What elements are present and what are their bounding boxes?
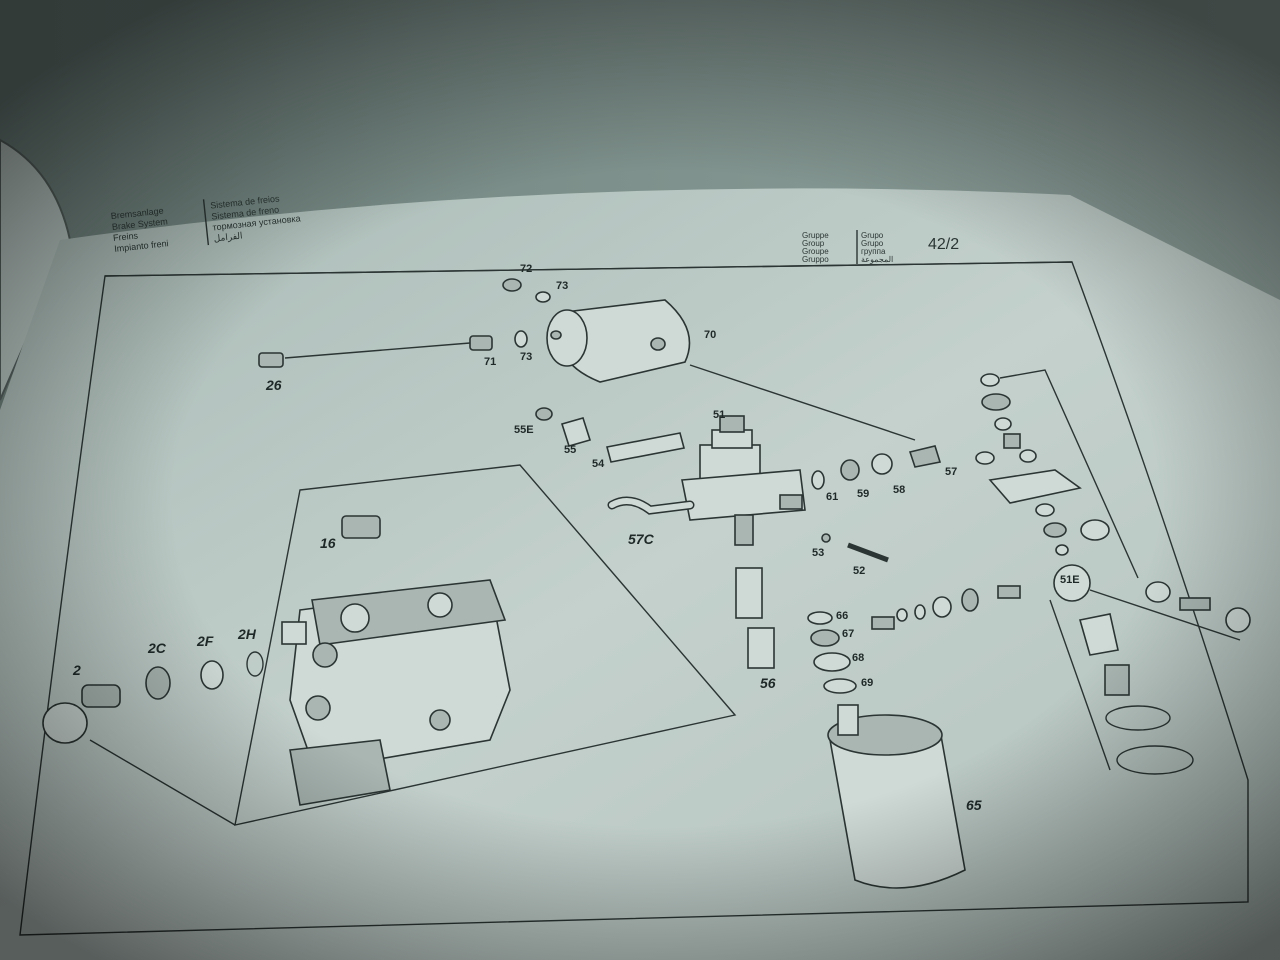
fitting-26: [258, 352, 284, 368]
callout-73: 73: [520, 351, 533, 363]
callout-68: 68: [852, 652, 865, 664]
washer-73: [535, 291, 551, 303]
callout-53: 53: [812, 547, 825, 559]
group-number: 42/2: [928, 236, 959, 253]
callout-57: 57: [945, 466, 958, 478]
washer-53: [821, 533, 831, 543]
callout-65: 65: [966, 797, 982, 813]
callout-73: 73: [556, 280, 569, 292]
fitting-72: [502, 278, 522, 292]
callout-26: 26: [266, 377, 282, 393]
fitting-16: [341, 515, 381, 539]
callout-61: 61: [826, 491, 839, 503]
callout-2: 2: [73, 662, 81, 678]
callout-69: 69: [861, 677, 874, 689]
callout-16: 16: [320, 535, 336, 551]
callout-2c: 2C: [148, 640, 166, 656]
callout-2f: 2F: [197, 633, 214, 649]
callout-54: 54: [592, 458, 605, 470]
spacer-56a: [735, 567, 763, 619]
callout-66: 66: [836, 610, 849, 622]
ring-2f: [200, 660, 224, 690]
nut-55e: [535, 407, 553, 421]
callout-67: 67: [842, 628, 855, 640]
washer-66: [807, 611, 833, 625]
callout-55e: 55E: [514, 424, 534, 436]
callout-57c: 57C: [628, 531, 654, 547]
callout-55: 55: [564, 444, 577, 456]
callout-71: 71: [484, 356, 497, 368]
o-ring-61: [811, 470, 825, 490]
group-word: Gruppo: [802, 255, 829, 264]
washer-69: [823, 678, 857, 694]
callout-56: 56: [760, 675, 776, 691]
callout-2h: 2H: [238, 626, 256, 642]
ring-59: [840, 459, 860, 481]
callout-59: 59: [857, 488, 870, 500]
nut-2c: [145, 666, 171, 700]
spacer-56b: [747, 627, 775, 669]
washer-73b: [514, 330, 528, 348]
callout-58: 58: [893, 484, 906, 496]
fitting-2h-side: [281, 621, 307, 645]
nut-58: [871, 453, 893, 475]
nut-68: [813, 652, 851, 672]
callout-70: 70: [704, 329, 717, 341]
callout-51: 51: [713, 409, 726, 421]
fitting-71: [469, 335, 493, 351]
group-word: المجموعة: [861, 255, 893, 264]
callout-72: 72: [520, 263, 533, 275]
callout-51e: 51E: [1060, 574, 1080, 586]
callout-52: 52: [853, 565, 866, 577]
washer-67: [810, 629, 840, 647]
